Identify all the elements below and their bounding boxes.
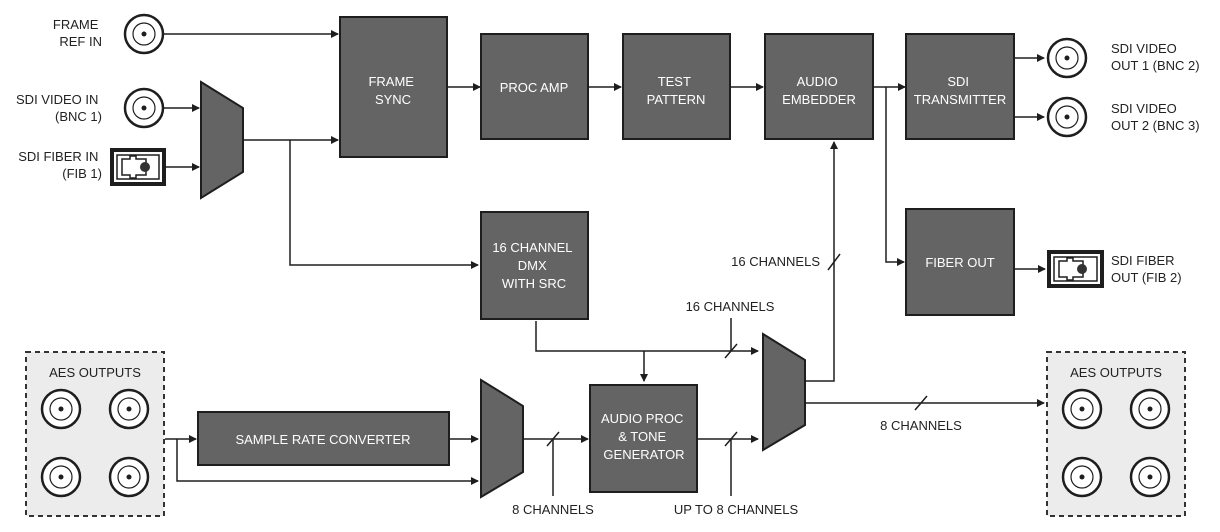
aes-output-bnc-icon	[1061, 388, 1103, 430]
aes-input-bnc-icon	[108, 456, 150, 498]
aes-input-panel-title: AES OUTPUTS	[49, 365, 141, 380]
dmx-block: 16 CHANNEL DMX WITH SRC	[480, 211, 589, 320]
sdi-video-out-1-bnc-icon	[1046, 37, 1088, 79]
sdi-video-out-2-bnc-icon	[1046, 96, 1088, 138]
aes-output-bnc-icon	[1061, 456, 1103, 498]
sdi-fiber-out-label: SDI FIBER OUT (FIB 2)	[1111, 253, 1182, 285]
svg-text:SDI TRANSMITTER: SDI TRANSMITTER	[914, 74, 1006, 107]
aes-output-bnc-icon	[1129, 456, 1171, 498]
sdi-video-in-label: SDI VIDEO IN (BNC 1)	[16, 92, 102, 124]
sdi-video-out-1-label: SDI VIDEO OUT 1 (BNC 2)	[1111, 41, 1200, 73]
frame-ref-bnc-icon	[123, 13, 165, 55]
bus-slash	[914, 395, 928, 411]
output-8-channels-label: 8 CHANNELS	[880, 418, 962, 433]
frame-sync-block: FRAME SYNC	[339, 16, 448, 158]
svg-text:FRAME SYNC: FRAME SYNC	[368, 74, 417, 107]
sdi-fiber-out-connector-icon	[1047, 250, 1104, 288]
sdi-fiber-in-connector-icon	[110, 148, 166, 186]
bus-slashes	[546, 253, 928, 447]
test-pattern-block: TEST PATTERN	[622, 33, 731, 140]
aes-output-panel: AES OUTPUTS	[1046, 351, 1186, 517]
input-video-mux	[200, 80, 244, 200]
svg-text:16 CHANNEL DMX WIT: 16 CHANNEL DMX WITH SRC	[492, 240, 575, 291]
proc-amp-block: PROC AMP	[480, 33, 589, 140]
fiber-out-block: FIBER OUT	[905, 208, 1015, 316]
input-8-channels-label: 8 CHANNELS	[512, 502, 594, 517]
sdi-transmitter-block: SDI TRANSMITTER	[905, 33, 1015, 140]
audio-proc-tone-generator-block: AUDIO PROC & TONE GENERATOR	[589, 384, 698, 493]
svg-text:PROC AMP: PROC AMP	[500, 80, 569, 95]
svg-text:AUDIO PROC & TONE: AUDIO PROC & TONE GENERATOR	[601, 411, 687, 462]
aes-output-panel-title: AES OUTPUTS	[1070, 365, 1162, 380]
sdi-video-out-2-label: SDI VIDEO OUT 2 (BNC 3)	[1111, 101, 1200, 133]
audio-embedder-block: AUDIO EMBEDDER	[764, 33, 874, 140]
svg-text:FIBER OUT: FIBER OUT	[925, 255, 994, 270]
connection-wires	[164, 30, 1046, 496]
frame-ref-in-label: FRAME REF IN	[53, 17, 102, 49]
mux-16-channels-label: 16 CHANNELS	[686, 299, 775, 314]
bus-slash	[827, 253, 841, 271]
aes-input-bnc-icon	[108, 388, 150, 430]
aes-input-panel: AES OUTPUTS	[25, 351, 165, 517]
svg-text:TEST PATTERN: TEST PATTERN	[647, 74, 706, 107]
aes-input-bnc-icon	[40, 456, 82, 498]
svg-text:SAMPLE RATE CONVERTER: SAMPLE RATE CONVERTER	[235, 432, 410, 447]
up-to-8-channels-label: UP TO 8 CHANNELS	[674, 502, 799, 517]
bus-slash	[724, 343, 738, 359]
sample-rate-converter-block: SAMPLE RATE CONVERTER	[197, 411, 450, 466]
audio-input-mux	[480, 378, 524, 499]
bus-slash	[546, 431, 560, 447]
aes-output-bnc-icon	[1129, 388, 1171, 430]
sdi-video-in-bnc-icon	[123, 87, 165, 129]
embedder-16-channels-label: 16 CHANNELS	[731, 254, 820, 269]
bus-slash	[724, 431, 738, 447]
sdi-fiber-in-label: SDI FIBER IN (FIB 1)	[18, 149, 102, 181]
aes-input-bnc-icon	[40, 388, 82, 430]
svg-text:AUDIO EMBEDDER: AUDIO EMBEDDER	[782, 74, 856, 107]
audio-output-mux	[762, 332, 806, 452]
